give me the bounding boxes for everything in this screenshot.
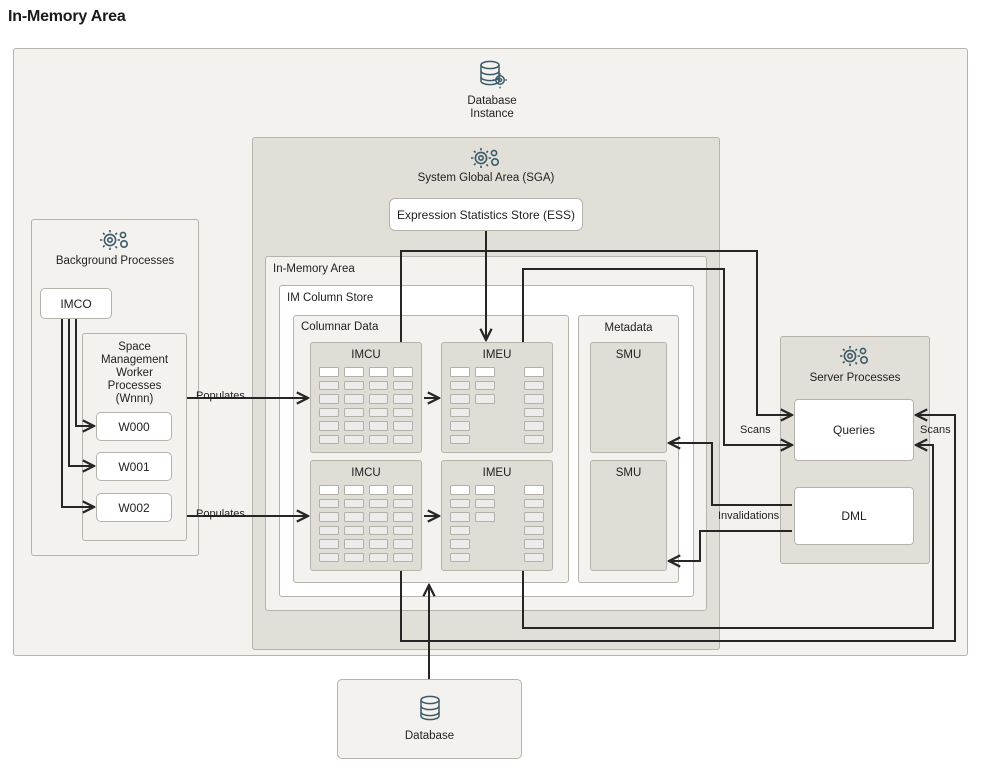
worker-processes-group-label: Space Management Worker Processes (Wnnn) xyxy=(82,341,187,406)
imeu-box-2[interactable]: IMEU xyxy=(441,460,553,571)
sga-label: System Global Area (SGA) xyxy=(417,172,555,184)
im-column-store-label: IM Column Store xyxy=(287,292,374,304)
smu-box-2[interactable]: SMU xyxy=(590,460,667,571)
database-icon-wrap xyxy=(338,694,521,724)
background-processes-label: Background Processes xyxy=(55,255,175,267)
page-title: In-Memory Area xyxy=(8,8,126,25)
database-gear-icon xyxy=(480,60,507,89)
background-processes-icon-wrap xyxy=(31,228,199,252)
imco-box[interactable]: IMCO xyxy=(40,288,112,319)
database-instance-label: Database Instance xyxy=(430,95,554,121)
queries-box[interactable]: Queries xyxy=(794,399,914,461)
edge-label-scans-left: Scans xyxy=(740,424,771,436)
worker-box-w001[interactable]: W001 xyxy=(96,452,172,481)
queries-label: Queries xyxy=(832,423,876,437)
edge-label-populates-top: Populates xyxy=(196,390,245,402)
imeu-grid-1 xyxy=(450,367,544,444)
gears-icon xyxy=(100,230,128,250)
imeu-label-2: IMEU xyxy=(482,467,512,479)
worker-label-w001: W001 xyxy=(118,459,150,474)
wpg-line-4: (Wnnn) xyxy=(115,393,154,405)
smu-label-2: SMU xyxy=(615,467,642,479)
server-processes-label: Server Processes xyxy=(809,372,901,384)
worker-box-w002[interactable]: W002 xyxy=(96,493,172,522)
imeu-label-1: IMEU xyxy=(482,349,512,361)
worker-box-w000[interactable]: W000 xyxy=(96,412,172,441)
expression-statistics-store-box[interactable]: Expression Statistics Store (ESS) xyxy=(389,198,583,231)
smu-label-1: SMU xyxy=(615,349,642,361)
wpg-line-3: Processes xyxy=(107,380,162,392)
gears-icon xyxy=(471,148,499,168)
in-memory-area-label: In-Memory Area xyxy=(273,263,355,275)
wpg-line-0: Space xyxy=(118,341,151,353)
imcu-grid-2 xyxy=(319,485,413,562)
dml-label: DML xyxy=(841,509,867,523)
edge-label-invalidations: Invalidations xyxy=(718,510,780,522)
imcu-box-1[interactable]: IMCU xyxy=(310,342,422,453)
smu-box-1[interactable]: SMU xyxy=(590,342,667,453)
server-processes-icon-wrap xyxy=(780,344,930,368)
imcu-label-2: IMCU xyxy=(351,467,381,479)
columnar-data-label: Columnar Data xyxy=(301,321,379,333)
wpg-line-2: Worker xyxy=(116,367,153,379)
ess-label: Expression Statistics Store (ESS) xyxy=(396,207,576,222)
imeu-grid-2 xyxy=(450,485,544,562)
worker-label-w000: W000 xyxy=(118,419,150,434)
database-instance-label-line1: Database xyxy=(467,95,517,107)
edge-label-populates-bottom: Populates xyxy=(196,508,245,520)
sga-icon-wrap xyxy=(252,146,720,170)
database-icon xyxy=(419,695,440,721)
wpg-line-1: Management xyxy=(100,354,169,366)
imco-label: IMCO xyxy=(60,296,92,311)
database-instance-label-line2: Instance xyxy=(470,108,514,120)
imcu-box-2[interactable]: IMCU xyxy=(310,460,422,571)
metadata-label: Metadata xyxy=(604,322,653,334)
worker-label-w002: W002 xyxy=(118,500,150,515)
database-label: Database xyxy=(404,730,455,742)
imeu-box-1[interactable]: IMEU xyxy=(441,342,553,453)
database-box[interactable]: Database xyxy=(337,679,522,759)
gears-icon xyxy=(840,346,868,366)
edge-label-scans-right: Scans xyxy=(920,424,951,436)
database-instance-icon-wrap xyxy=(430,58,554,94)
dml-box[interactable]: DML xyxy=(794,487,914,545)
imcu-grid-1 xyxy=(319,367,413,444)
imcu-label-1: IMCU xyxy=(351,349,381,361)
